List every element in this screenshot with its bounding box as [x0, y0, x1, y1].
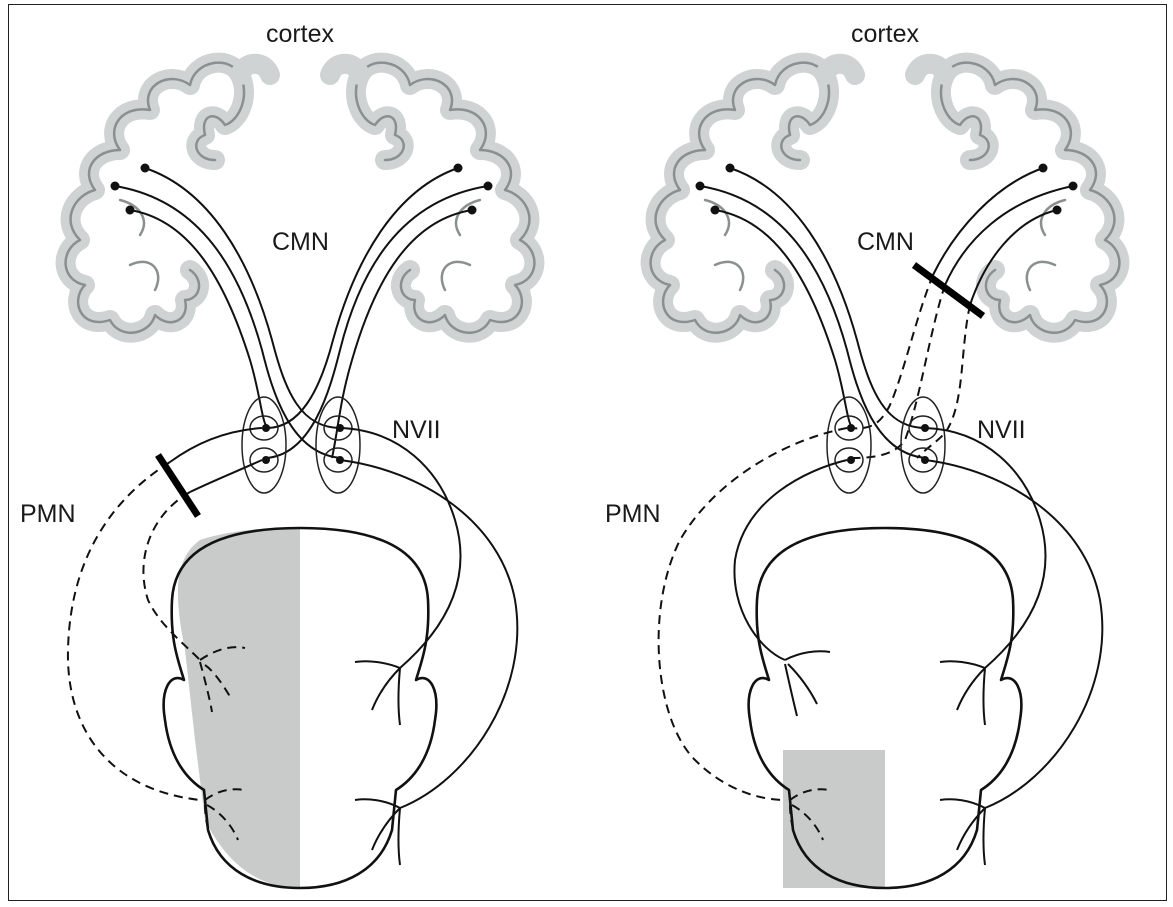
cortex-left-hemisphere	[651, 63, 855, 333]
paralysis-shading	[783, 750, 885, 888]
cortical-neurons	[696, 164, 1078, 215]
pmn-label: PMN	[20, 500, 76, 528]
facial-nucleus-right	[901, 397, 945, 493]
cmn-label: CMN	[857, 228, 914, 256]
facial-nucleus-left	[242, 397, 286, 493]
facial-nucleus-left	[827, 397, 871, 493]
cmn-lesion-marker	[914, 265, 983, 316]
cortex-right-hemisphere	[330, 63, 534, 333]
panel-right: cortex CMN NVII PMN	[605, 20, 1119, 888]
cortex-label: cortex	[851, 20, 920, 48]
cortex-left-hemisphere	[66, 63, 270, 333]
cmn-label: CMN	[272, 228, 329, 256]
pmn-right-fibers	[340, 428, 517, 865]
pmn-label: PMN	[605, 500, 661, 528]
nvii-label: NVII	[392, 416, 441, 444]
cortical-neurons	[111, 164, 493, 215]
pmn-lesion-marker	[158, 455, 198, 516]
panel-left: cortex CMN NVII PMN	[20, 20, 534, 888]
pmn-left-fibers	[659, 428, 847, 852]
facial-nucleus-right	[316, 397, 360, 493]
paralysis-shading	[178, 528, 300, 888]
pmn-right-fibers	[925, 428, 1102, 865]
nvii-label: NVII	[977, 416, 1026, 444]
cortex-label: cortex	[266, 20, 335, 48]
